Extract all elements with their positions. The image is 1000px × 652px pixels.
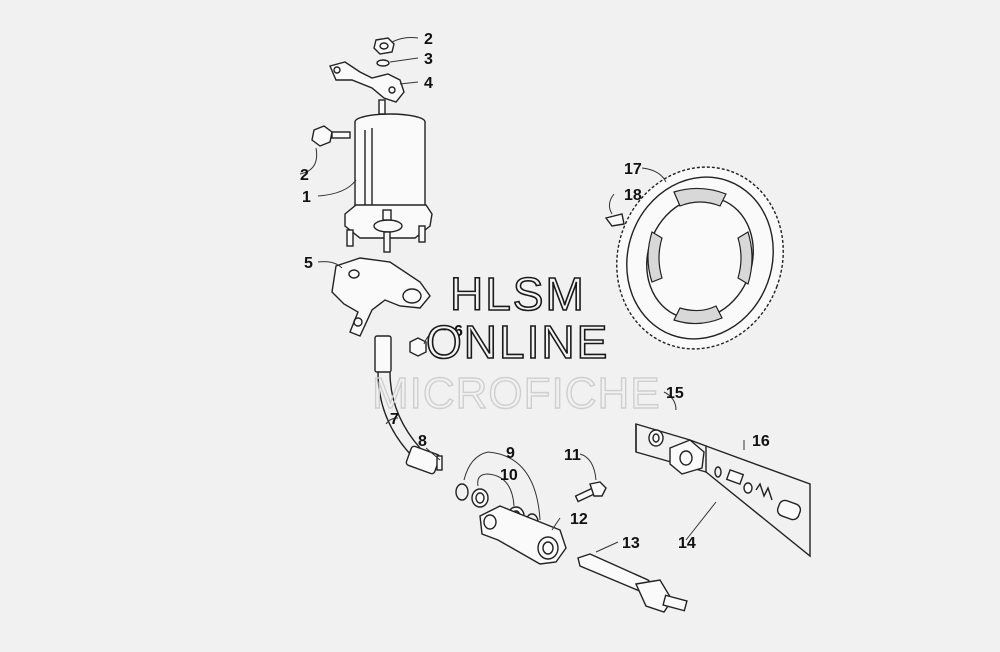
mounting-bracket (329, 61, 405, 103)
label-part-3: 3 (424, 51, 433, 68)
washer-left (471, 488, 489, 508)
plate-nut (409, 337, 427, 357)
label-part-16: 16 (752, 433, 770, 450)
label-part-2b: 2 (300, 167, 309, 184)
label-part-15: 15 (666, 385, 684, 402)
label-part-13: 13 (622, 535, 640, 552)
watermark-line-2: ONLINE (426, 316, 609, 368)
label-part-2: 2 (424, 31, 433, 48)
label-part-9: 9 (506, 445, 515, 462)
label-part-14: 14 (678, 535, 696, 552)
bracket-nut (373, 37, 395, 55)
drive-kit-box (635, 423, 811, 558)
label-part-18: 18 (624, 187, 642, 204)
ring-gear-screw (604, 213, 625, 227)
drive-spring-set (714, 466, 802, 521)
retaining-pin (436, 455, 443, 471)
watermark: HLSM ONLINE MICROFICHE (371, 267, 661, 419)
mounting-plate (331, 257, 431, 337)
label-part-5: 5 (304, 255, 313, 272)
drive-shaft (577, 553, 688, 613)
label-part-4: 4 (424, 75, 433, 92)
watermark-line-1: HLSM (450, 268, 586, 320)
label-part-8: 8 (418, 433, 427, 450)
snap-ring-left (455, 483, 469, 501)
ring-gear (616, 166, 784, 350)
leader-lines (299, 37, 745, 553)
part-labels: 2 3 4 2 1 5 6 7 8 9 10 11 12 13 14 15 16… (300, 31, 770, 552)
label-part-12: 12 (570, 511, 588, 528)
drive-housing (479, 505, 567, 565)
bracket-washer (376, 59, 390, 67)
pinion-gear (669, 439, 705, 475)
side-nut (311, 125, 351, 147)
label-part-1: 1 (302, 189, 311, 206)
starter-motor (344, 113, 433, 253)
watermark-line-3: MICROFICHE (372, 369, 661, 418)
drive-washer (648, 429, 664, 447)
label-part-17: 17 (624, 161, 642, 178)
housing-screw (574, 481, 607, 503)
label-part-10: 10 (500, 467, 518, 484)
label-part-7: 7 (390, 411, 399, 428)
label-part-6: 6 (454, 323, 463, 340)
bracket-stud (378, 99, 386, 115)
label-part-11: 11 (564, 447, 581, 464)
